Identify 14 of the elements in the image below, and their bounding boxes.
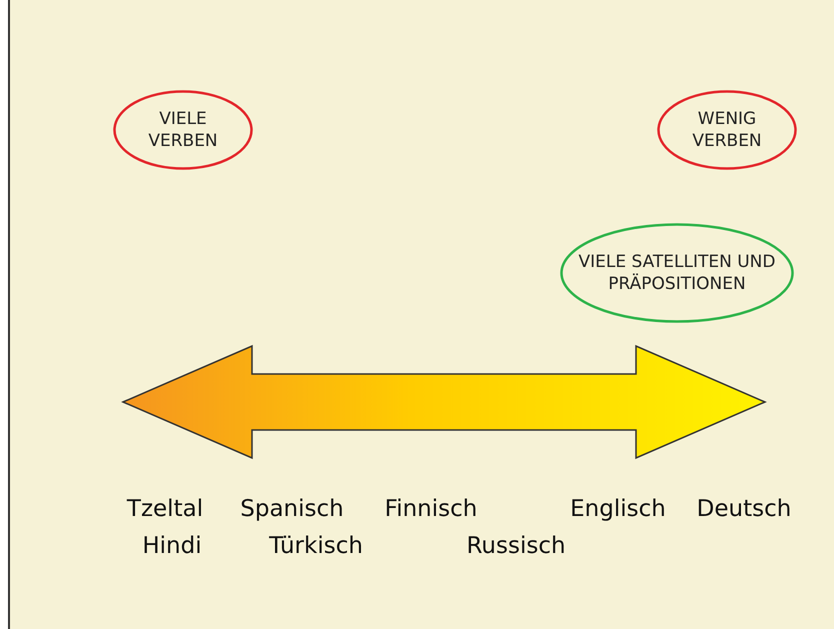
oval-callout xyxy=(560,223,794,323)
oval-callout xyxy=(657,90,797,170)
language-label: Hindi xyxy=(142,533,202,559)
callout-text: VIELE SATELLITEN UND PRÄPOSITIONEN xyxy=(578,251,776,295)
language-label: Tzeltal xyxy=(126,496,204,522)
language-label: Englisch xyxy=(570,496,666,522)
language-label: Deutsch xyxy=(696,496,792,522)
language-label: Türkisch xyxy=(269,533,363,559)
callout-text: WENIG VERBEN xyxy=(691,108,763,152)
oval-callout xyxy=(113,90,253,170)
callout-text: VIELE VERBEN xyxy=(147,108,219,152)
language-label: Finnisch xyxy=(384,496,478,522)
language-label: Spanisch xyxy=(240,496,344,522)
language-label: Russisch xyxy=(466,533,566,559)
